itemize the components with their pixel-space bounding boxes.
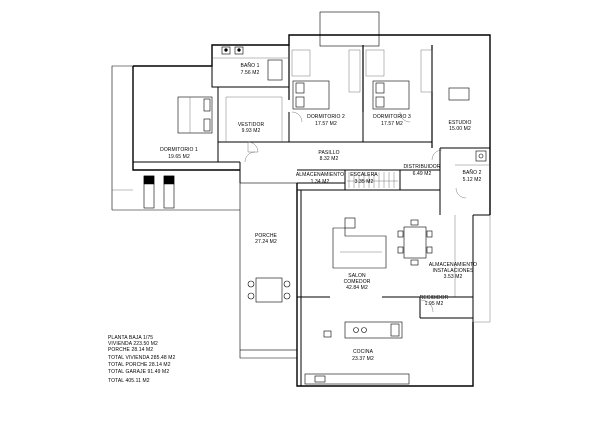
room-name-salon: SALON [348, 273, 366, 279]
staircase [347, 172, 398, 188]
room-area-distribuidor: 6.49 M2 [413, 171, 432, 177]
room-name2-salon: COMEDOR [344, 279, 371, 285]
room-name-recibidor: RECIBIDOR [420, 295, 449, 301]
room-area-bano2: 5.12 M2 [463, 177, 482, 183]
sun-loungers [143, 175, 175, 209]
summary-porche: PORCHE 28.14 M2 [108, 347, 153, 353]
room-area-salon: 42.84 M2 [346, 285, 368, 291]
area-summary: PLANTA BAJA 1/75 VIVIENDA 223.50 M2 PORC… [108, 335, 175, 384]
room-area-recibidor: 1.95 M2 [425, 301, 444, 307]
room-name-dormitorio3: DORMITORIO 3 [373, 114, 411, 120]
room-name-almac-instal: ALMACENAMIENTO [429, 262, 477, 268]
porch-table [247, 277, 291, 303]
room-name-estudio: ESTUDIO [449, 120, 472, 126]
room-labels: BAÑO 1 7.56 M2 VESTIDOR 9.93 M2 DORMITOR… [160, 62, 481, 362]
room-area-estudio: 15.00 M2 [449, 126, 471, 132]
summary-total-garaje: TOTAL GARAJE 91.49 M2 [108, 369, 169, 375]
room-name-escalera: ESCALERA [350, 172, 378, 178]
room-area-porche: 27.24 M2 [255, 239, 277, 245]
room-name-bano2: BAÑO 2 [463, 169, 482, 176]
room-area-almac-instal: 3.53 M2 [444, 274, 463, 280]
room-area-cocina: 23.37 M2 [352, 356, 374, 362]
room-area-pasillo: 8.32 M2 [320, 156, 339, 162]
summary-total: TOTAL 405.11 M2 [108, 378, 150, 384]
summary-total-porche: TOTAL PORCHE 28.14 M2 [108, 362, 171, 368]
dining-table [397, 219, 433, 266]
room-name2-almac-instal: INSTALACIONES [433, 268, 475, 274]
room-name-bano1: BAÑO 1 [241, 62, 260, 69]
summary-vivienda: VIVIENDA 223.50 M2 [108, 341, 158, 347]
room-name-cocina: COCINA [353, 349, 374, 355]
interior-walls [133, 49, 490, 386]
summary-total-vivienda: TOTAL VIVIENDA 285.48 M2 [108, 355, 175, 361]
room-area-bano1: 7.56 M2 [241, 70, 260, 76]
kitchen-fixtures [304, 321, 410, 385]
sofa [332, 217, 387, 269]
room-area-escalera: 3.35 M2 [355, 179, 374, 185]
room-name-distribuidor: DISTRIBUIDOR [403, 164, 440, 170]
room-name-almacenamiento: ALMACENAMIENTO [296, 172, 344, 178]
door-swings [244, 111, 467, 313]
room-area-dormitorio1: 19.65 M2 [168, 154, 190, 160]
room-area-dormitorio3: 17.57 M2 [381, 121, 403, 127]
room-name-porche: PORCHE [255, 233, 278, 239]
room-area-dormitorio2: 17.57 M2 [315, 121, 337, 127]
room-name-pasillo: PASILLO [318, 150, 339, 156]
room-name-dormitorio1: DORMITORIO 1 [160, 147, 198, 153]
summary-title: PLANTA BAJA 1/75 [108, 335, 153, 341]
furniture [143, 46, 487, 385]
room-name-vestidor: VESTIDOR [238, 122, 265, 128]
room-name-dormitorio2: DORMITORIO 2 [307, 114, 345, 120]
room-area-almacenamiento: 1.34 M2 [311, 179, 330, 185]
room-area-vestidor: 9.93 M2 [242, 128, 261, 134]
